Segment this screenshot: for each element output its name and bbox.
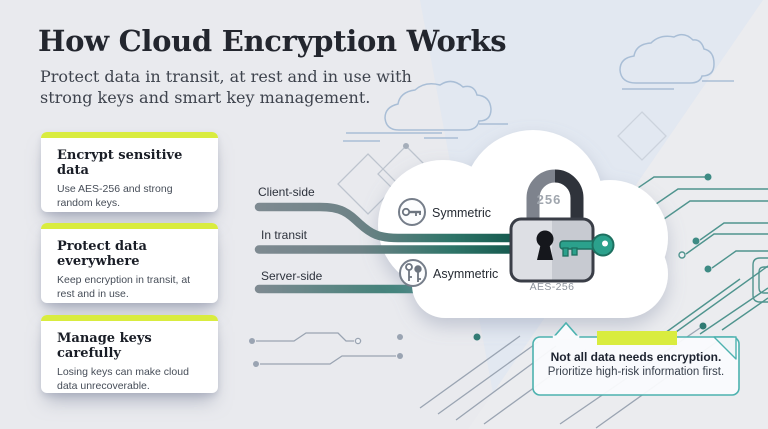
card-accent-bar [41,223,218,229]
key-icon [559,233,615,257]
callout-box [532,321,740,396]
flow-line-client-side [254,202,520,243]
card-title: Encrypt sensitive data [57,148,183,178]
flow-label-in-transit: In transit [261,228,308,242]
card-body: Use AES-256 and strong random keys. [57,182,202,210]
highlight-bar [597,331,677,345]
callout-headline: Not all data needs encryption. [550,350,722,364]
tip-card-encrypt: Encrypt sensitive data Use AES-256 and s… [41,132,218,212]
subtitle-line-2: strong keys and smart key management. [40,88,371,108]
card-body-line: Use AES-256 and strong [57,183,173,195]
callout-pointer [551,321,581,340]
card-title: Manage keys carefully [57,331,152,361]
page-title: How Cloud Encryption Works [38,24,507,58]
flow-label-client-side: Client-side [258,185,315,199]
single-key-icon [398,198,426,226]
keyhole-icon [536,230,554,260]
symmetric-label: Symmetric [432,206,492,220]
padlock-icon [509,169,615,283]
card-body: Keep encryption in transit, at rest and … [57,273,202,301]
shackle-number: 256 [536,192,562,207]
card-accent-bar [41,132,218,138]
tip-card-protect: Protect data everywhere Keep encryption … [41,223,218,303]
card-accent-bar [41,315,218,321]
page-subtitle: Protect data in transit, at rest and in … [40,66,412,108]
cloud-outline-icon [343,33,734,142]
callout-text: Not all data needs encryption. Prioritiz… [534,349,738,380]
card-title: Protect data everywhere [57,239,147,269]
card-body-line: random keys. [57,197,121,210]
card-body-line: Losing keys can make cloud [57,366,189,378]
tip-card-manage: Manage keys carefully Losing keys can ma… [41,315,218,393]
asymmetric-label: Asymmetric [433,267,499,281]
card-body-line: rest and in use. [57,288,129,301]
callout-subtext: Prioritize high-risk information first. [547,366,725,378]
subtitle-line-1: Protect data in transit, at rest and in … [40,67,412,86]
lock-caption: AES-256 [529,281,575,293]
card-body-line: data unrecoverable. [57,380,150,393]
card-body-line: Keep encryption in transit, at [57,274,191,286]
card-body: Losing keys can make cloud data unrecove… [57,365,202,393]
flow-label-server-side: Server-side [261,269,323,283]
double-key-icon [399,259,427,287]
folded-corner-icon [713,336,737,360]
